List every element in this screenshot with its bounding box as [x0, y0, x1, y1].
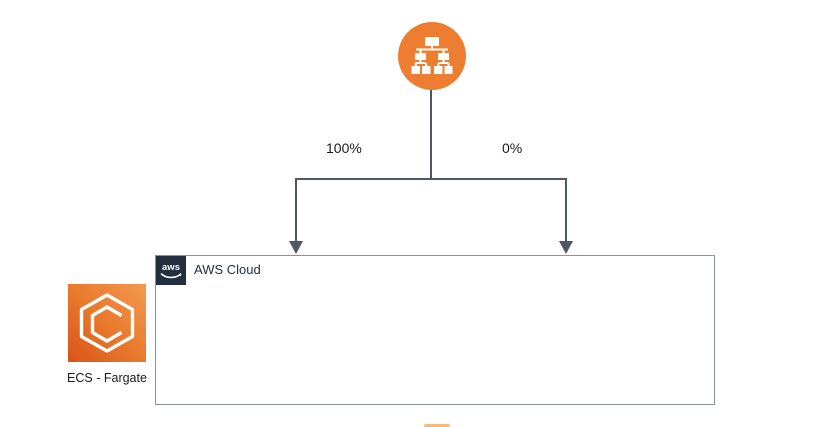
aws-logo-icon: aws	[156, 256, 186, 285]
arrowhead-production	[289, 241, 303, 254]
aws-cloud-label: AWS Cloud	[194, 262, 261, 277]
clipped-bottom-shape	[424, 424, 450, 427]
hierarchy-router-icon[interactable]	[398, 22, 466, 90]
traffic-label-test: 0%	[502, 140, 523, 156]
traffic-label-production: 100%	[326, 140, 362, 156]
connector-trunk	[430, 90, 432, 179]
connector-split-bar	[295, 178, 567, 180]
connector-to-production	[295, 178, 297, 241]
arrowhead-test	[559, 241, 573, 254]
connector-to-test	[565, 178, 567, 241]
aws-cloud-container: aws AWS Cloud Production environment Tes…	[155, 255, 715, 405]
ecs-fargate-label: ECS - Fargate	[67, 371, 147, 385]
svg-text:aws: aws	[162, 262, 180, 273]
ecs-fargate-icon[interactable]	[68, 284, 146, 362]
